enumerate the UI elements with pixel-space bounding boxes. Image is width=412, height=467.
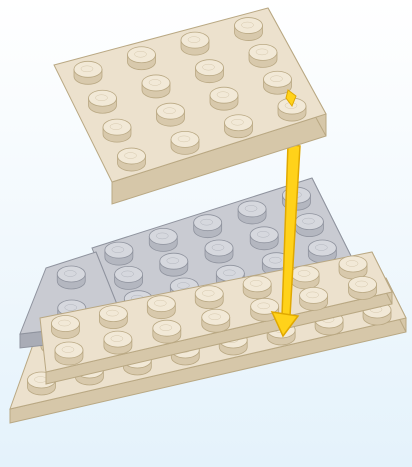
stud-top bbox=[243, 276, 271, 292]
stud-top bbox=[153, 320, 181, 336]
stud-top bbox=[128, 47, 156, 63]
stud-top bbox=[89, 90, 117, 106]
stud-top bbox=[104, 331, 132, 347]
stud-top bbox=[225, 115, 253, 131]
stud-top bbox=[105, 242, 133, 258]
stud-top bbox=[210, 87, 238, 103]
stud-top bbox=[264, 71, 292, 87]
stud-top bbox=[171, 131, 199, 147]
stud-top bbox=[74, 61, 102, 77]
stud-top bbox=[339, 256, 367, 272]
stud-top bbox=[160, 253, 188, 269]
stud-top bbox=[57, 266, 85, 282]
stud-top bbox=[196, 60, 224, 76]
stud-top bbox=[147, 296, 175, 312]
stud-top bbox=[235, 18, 263, 34]
stud-top bbox=[250, 227, 278, 243]
stud-top bbox=[349, 276, 377, 292]
stud-top bbox=[149, 228, 177, 244]
stud-top bbox=[194, 215, 222, 231]
stud-top bbox=[115, 266, 143, 282]
stud-top bbox=[195, 286, 223, 302]
stud-top bbox=[142, 75, 170, 91]
stud-top bbox=[291, 266, 319, 282]
stud-top bbox=[308, 240, 336, 256]
stud-top bbox=[55, 342, 83, 358]
stud-top bbox=[238, 201, 266, 217]
stud-top bbox=[103, 119, 131, 135]
stud-top bbox=[205, 240, 233, 256]
stud-top bbox=[249, 44, 277, 60]
stud-top bbox=[300, 287, 328, 303]
stud-top bbox=[295, 214, 323, 230]
stud-top bbox=[118, 148, 146, 164]
stud-top bbox=[202, 309, 230, 325]
stud-top bbox=[181, 32, 209, 48]
stud-top bbox=[51, 316, 79, 332]
stud-top bbox=[99, 306, 127, 322]
stud-top bbox=[157, 103, 185, 119]
